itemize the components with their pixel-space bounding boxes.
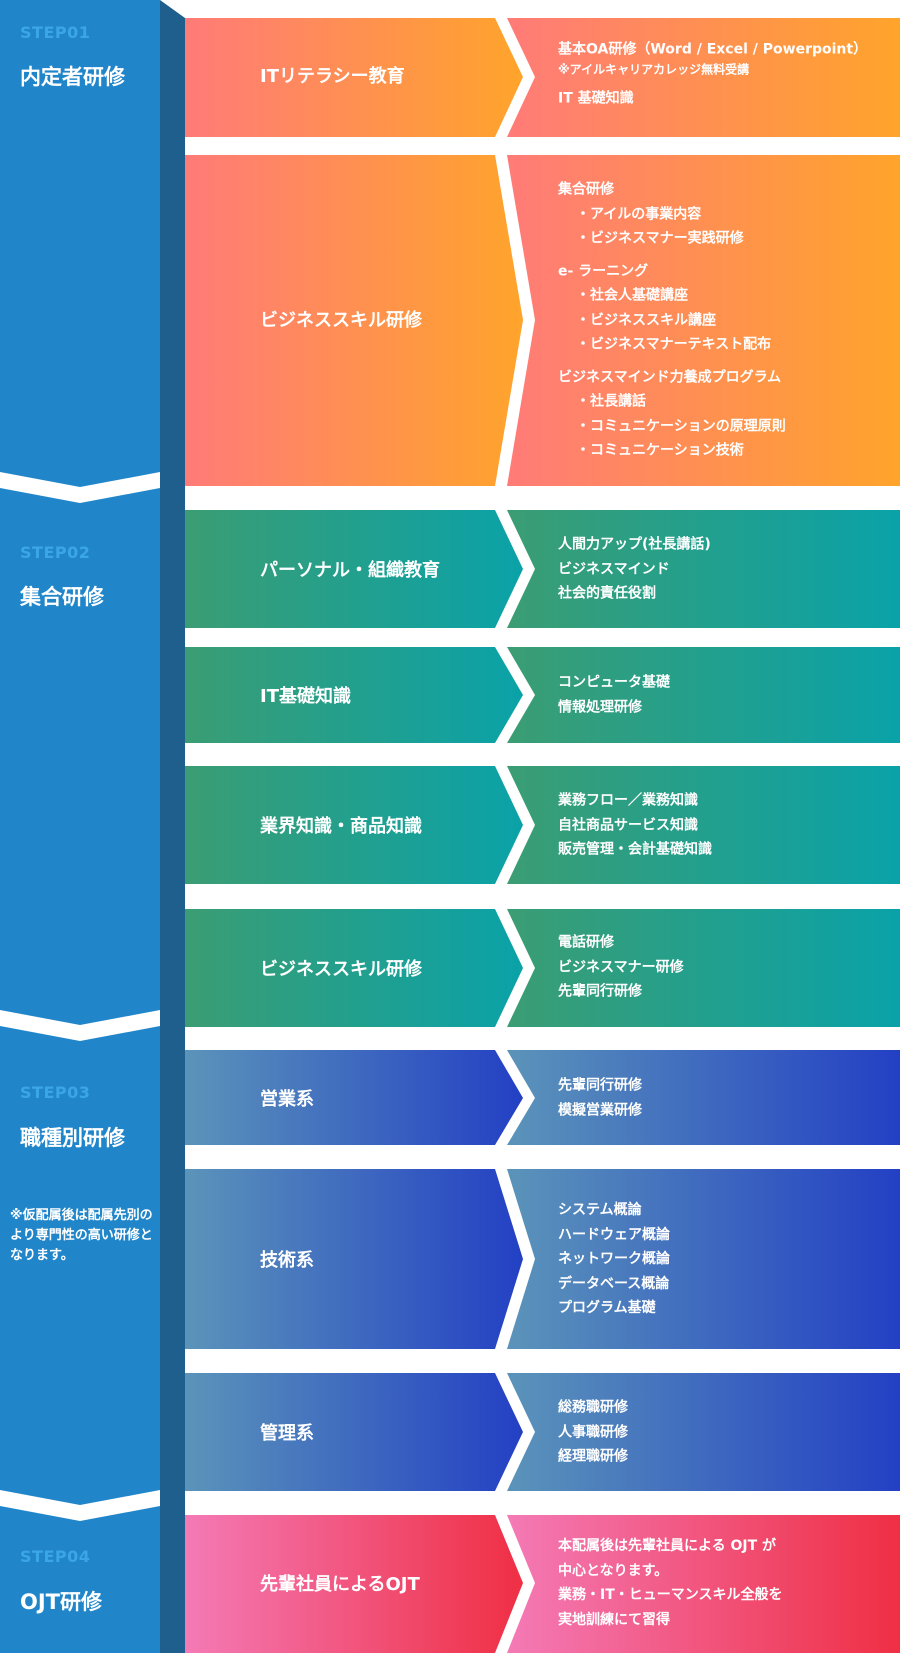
item: プログラム基礎	[558, 1299, 656, 1316]
item: データベース概論	[558, 1275, 670, 1292]
row-category: ビジネススキル研修	[260, 959, 422, 980]
row-6-content-band	[507, 909, 900, 1027]
row-items: 基本OA研修（Word / Excel / Powerpoint） ※アイルキャ…	[558, 38, 867, 111]
item: ・ビジネススキル講座	[576, 311, 716, 328]
step-note: ※仮配属後は配属先別のより専門性の高い研修となります。	[10, 1208, 153, 1263]
row-7-band	[185, 1050, 523, 1145]
row-3-band	[185, 510, 523, 628]
row-category: 業界知識・商品知識	[260, 816, 422, 837]
row-items: コンピュータ基礎 情報処理研修	[558, 671, 670, 720]
item: 情報処理研修	[558, 699, 642, 715]
row-6-band	[185, 909, 523, 1027]
row-items: 先輩同行研修 模擬営業研修	[558, 1074, 642, 1123]
item: e- ラーニング	[558, 262, 649, 279]
step-number: STEP04	[20, 1547, 91, 1566]
item: ・社会人基礎講座	[576, 287, 688, 304]
item: 中心となります。	[558, 1562, 669, 1579]
step-number: STEP03	[20, 1083, 91, 1102]
item: 模擬営業研修	[558, 1102, 642, 1118]
item: ビジネスマナー研修	[558, 958, 684, 975]
item: ・コミュニケーション技術	[576, 442, 744, 459]
item: 人事職研修	[558, 1423, 628, 1440]
row-4-band	[185, 647, 523, 743]
row-items: 集合研修 ・アイルの事業内容 ・ビジネスマナー実践研修 e- ラーニング ・社会…	[558, 177, 786, 463]
row-bands	[185, 18, 900, 1653]
row-5-band	[185, 766, 523, 884]
step-title: 職種別研修	[20, 1126, 125, 1150]
item: 業務・IT・ヒューマンスキル全般を	[558, 1587, 783, 1603]
row-1-content-band	[507, 18, 900, 137]
row-items: 人間力アップ(社長講話) ビジネスマインド 社会的責任役割	[558, 532, 711, 606]
step1-block	[0, 0, 160, 487]
item: 集合研修	[558, 181, 614, 198]
row-2-band	[185, 155, 523, 486]
item: ビジネスマインド	[558, 560, 670, 577]
item: 電話研修	[558, 934, 614, 951]
item: ・ビジネスマナー実践研修	[576, 230, 744, 247]
row-3-content-band	[507, 510, 900, 628]
row-items: 業務フロー／業務知識 自社商品サービス知識 販売管理・会計基礎知識	[558, 788, 712, 862]
step-number: STEP01	[20, 23, 91, 42]
row-2-content-band	[507, 155, 900, 486]
row-10-band	[185, 1515, 523, 1653]
row-category: 営業系	[260, 1089, 314, 1110]
step3-block	[0, 1026, 160, 1505]
step-number: STEP02	[20, 543, 91, 562]
step2-block	[0, 488, 160, 1025]
item: 先輩同行研修	[558, 983, 642, 1000]
item: 経理職研修	[558, 1448, 628, 1465]
row-category: IT基礎知識	[260, 686, 351, 707]
step-title: 内定者研修	[20, 65, 125, 89]
item: ビジネスマインド力養成プログラム	[558, 368, 782, 385]
item: 販売管理・会計基礎知識	[558, 841, 712, 858]
item: 先輩同行研修	[558, 1077, 642, 1094]
row-category: ビジネススキル研修	[260, 310, 422, 331]
item: 本配属後は先輩社員による OJT が	[558, 1538, 776, 1554]
row-category: 管理系	[260, 1423, 314, 1444]
item: 実地訓練にて習得	[558, 1611, 670, 1628]
item: ハードウェア概論	[558, 1226, 670, 1243]
item-note: ※アイルキャリアカレッジ無料受講	[558, 62, 750, 76]
item: システム概論	[558, 1201, 642, 1218]
row-4-content-band	[507, 647, 900, 743]
item: 自社商品サービス知識	[558, 816, 698, 833]
item: 業務フロー／業務知識	[558, 792, 698, 809]
row-category: パーソナル・組織教育	[260, 560, 440, 581]
item: ・社長講話	[576, 393, 646, 410]
row-items: 本配属後は先輩社員による OJT が 中心となります。 業務・IT・ヒューマンス…	[558, 1534, 782, 1632]
row-9-band	[185, 1373, 523, 1491]
item: ・アイルの事業内容	[576, 205, 702, 222]
item: IT 基礎知識	[558, 90, 634, 106]
row-category: ITリテラシー教育	[260, 66, 405, 87]
item: 基本OA研修（Word / Excel / Powerpoint）	[558, 41, 868, 58]
item: ・ビジネスマナーテキスト配布	[576, 336, 772, 353]
item: 社会的責任役割	[558, 585, 656, 602]
step4-block	[0, 1506, 160, 1653]
step-column	[0, 0, 185, 1653]
item: 総務職研修	[558, 1399, 628, 1416]
row-category: 先輩社員によるOJT	[260, 1574, 420, 1595]
row-8-band	[185, 1169, 523, 1349]
row-7-content-band	[507, 1050, 900, 1145]
step-title: OJT研修	[20, 1590, 102, 1614]
item: 人間力アップ(社長講話)	[558, 536, 711, 553]
row-10-content-band	[507, 1515, 900, 1653]
row-items: 総務職研修 人事職研修 経理職研修	[558, 1395, 628, 1469]
row-items: システム概論 ハードウェア概論 ネットワーク概論 データベース概論 プログラム基…	[558, 1198, 670, 1321]
row-8-content-band	[507, 1169, 900, 1349]
row-5-content-band	[507, 766, 900, 884]
row-category: 技術系	[260, 1250, 314, 1271]
row-1-band	[185, 18, 523, 137]
step-column-shadow	[160, 0, 185, 1653]
row-items: 電話研修 ビジネスマナー研修 先輩同行研修	[558, 930, 684, 1004]
item: コンピュータ基礎	[558, 674, 670, 691]
step-title: 集合研修	[20, 585, 104, 609]
row-9-content-band	[507, 1373, 900, 1491]
item: ネットワーク概論	[558, 1250, 670, 1267]
item: ・コミュニケーションの原理原則	[576, 417, 786, 434]
